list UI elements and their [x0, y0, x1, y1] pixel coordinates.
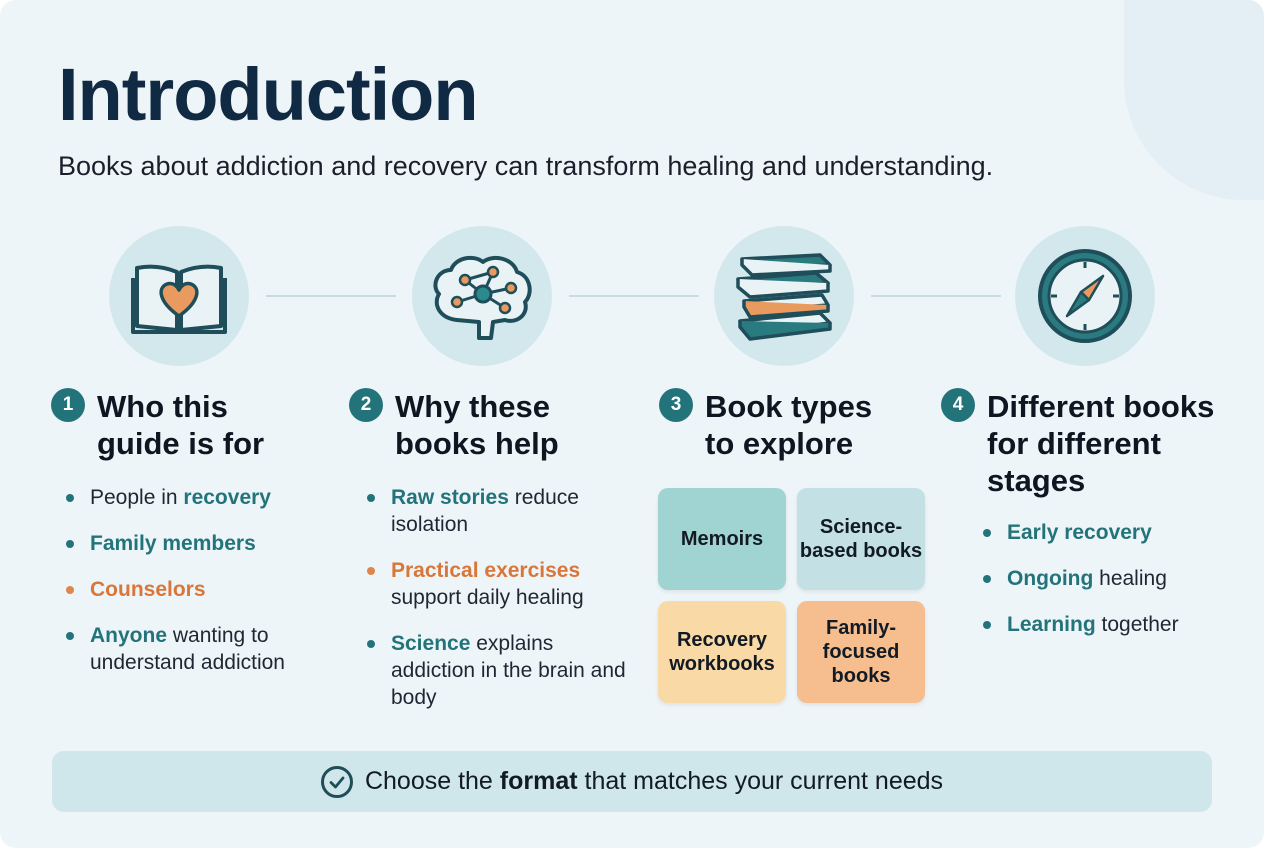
stages-list: Early recovery Ongoing healing Learning …	[983, 519, 1243, 657]
step-number-badge: 3	[659, 388, 693, 422]
section-title: Who this guide is for	[97, 389, 265, 461]
list-item: Early recovery	[983, 519, 1243, 546]
book-type-tile-science: Science-based books	[797, 488, 925, 590]
section-title: Different books for different stages	[987, 389, 1215, 498]
list-item: People in recovery	[66, 484, 336, 511]
section-title: Book types to explore	[705, 389, 873, 461]
list-item: Learning together	[983, 611, 1243, 638]
audience-list: People in recovery Family members Counse…	[66, 484, 336, 695]
section-1-heading: 1 Who this guide is for	[51, 388, 264, 462]
open-book-heart-icon-graphic	[131, 264, 227, 334]
connector-line	[569, 295, 699, 297]
section-title: Why these books help	[395, 389, 559, 461]
step-number-badge: 4	[941, 388, 975, 422]
connector-line	[871, 295, 1001, 297]
section-3-heading: 3 Book types to explore	[659, 388, 872, 462]
book-type-tile-workbooks: Recovery workbooks	[658, 601, 786, 703]
page-subtitle: Books about addiction and recovery can t…	[58, 151, 994, 181]
list-item: Counselors	[66, 576, 336, 603]
book-type-tile-family: Family-focused books	[797, 601, 925, 703]
list-item: Anyone wanting to understand addiction	[66, 622, 336, 676]
section-4-heading: 4 Different books for different stages	[941, 388, 1214, 499]
list-item: Family members	[66, 530, 336, 557]
compass-icon-graphic	[1038, 249, 1132, 343]
connector-line	[266, 295, 396, 297]
check-circle-icon	[320, 765, 353, 798]
list-item: Ongoing healing	[983, 565, 1243, 592]
book-stack-icon	[714, 226, 854, 366]
brain-network-icon-graphic	[433, 255, 532, 340]
book-stack-icon-graphic	[736, 253, 832, 341]
list-item: Science explains addiction in the brain …	[367, 630, 627, 711]
step-number-badge: 1	[51, 388, 85, 422]
footer-callout: Choose the format that matches your curr…	[52, 751, 1212, 812]
brain-network-icon	[412, 226, 552, 366]
open-book-heart-icon	[109, 226, 249, 366]
decorative-corner-shape	[1124, 0, 1264, 200]
step-number-badge: 2	[349, 388, 383, 422]
list-item: Practical exercises support daily healin…	[367, 557, 627, 611]
compass-icon	[1015, 226, 1155, 366]
page-title: Introduction	[58, 53, 479, 136]
book-type-tile-memoirs: Memoirs	[658, 488, 786, 590]
footer-text: Choose the format that matches your curr…	[364, 767, 944, 795]
benefits-list: Raw stories reduce isolation Practical e…	[367, 484, 627, 730]
list-item: Raw stories reduce isolation	[367, 484, 627, 538]
section-2-heading: 2 Why these books help	[349, 388, 559, 462]
